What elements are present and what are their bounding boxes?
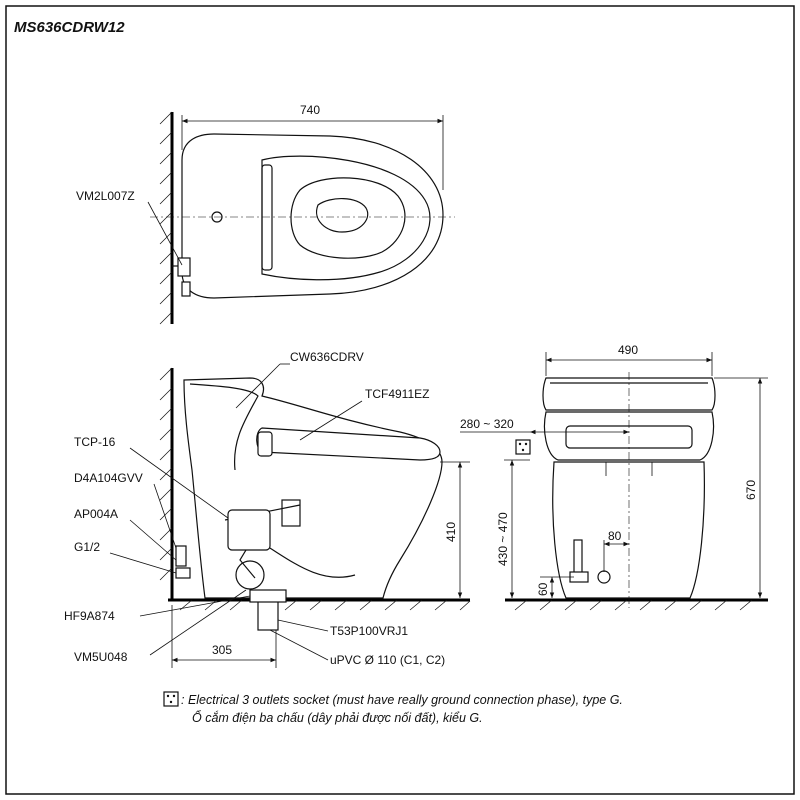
label-tcp-16: TCP-16: [74, 435, 116, 449]
dim-80-label: 80: [608, 529, 622, 543]
label-hf9a874: HF9A874: [64, 609, 115, 623]
footnote-socket-icon: [163, 691, 179, 707]
label-vm2l007z: VM2L007Z: [76, 189, 135, 203]
side-view-toilet-body: [183, 377, 443, 599]
side-view-angle-valve: [175, 545, 187, 567]
dim-670-label: 670: [744, 480, 758, 500]
side-view-seat-hinge: [257, 431, 273, 457]
label-tcf4911ez: TCF4911EZ: [365, 387, 429, 401]
sheet-border: [5, 5, 795, 795]
side-view-tank-outline: [189, 383, 259, 471]
top-view-tank-body: [181, 133, 444, 299]
label-d4a104gvv: D4A104GVV: [74, 471, 143, 485]
dim-430-470-label: 430 ~ 470: [496, 512, 510, 566]
top-view: 740 VM2L007Z: [76, 103, 455, 325]
dim-280-320-label: 280 ~ 320: [460, 417, 514, 431]
label-upvc-pipe: uPVC Ø 110 (C1, C2): [330, 653, 445, 667]
leader-vm2l007z: [147, 201, 183, 266]
electrical-socket-icon: [515, 439, 531, 455]
side-view-floor-hatch: [179, 599, 471, 611]
dim-410-label: 410: [444, 522, 458, 542]
footnote-line-1: : Electrical 3 outlets socket (must have…: [181, 693, 623, 707]
top-view-seat: [261, 155, 431, 281]
front-view-base: [552, 461, 705, 599]
side-view-ap004a-block: [227, 509, 271, 551]
front-view: 490 670 280 ~ 320 430 ~ 470 80 60: [460, 343, 768, 611]
model-title: MS636CDRW12: [14, 19, 125, 36]
flush-button-icon: [211, 211, 223, 223]
dim-305-label: 305: [212, 643, 232, 657]
side-view-seat: [256, 427, 441, 461]
dim-490-label: 490: [618, 343, 638, 357]
label-vm5u048: VM5U048: [74, 650, 128, 664]
top-view-bowl-inner: [316, 198, 369, 233]
label-cw636cdrv: CW636CDRV: [290, 350, 364, 364]
top-view-wall-hatch: [159, 111, 173, 325]
front-view-angle-valve: [573, 539, 583, 577]
dim-740-label: 740: [300, 103, 320, 117]
label-t53p100vrj1: T53P100VRJ1: [330, 624, 408, 638]
side-view: 410 305 CW636CDRV TCF4911EZ TCP-16 D4A10…: [64, 350, 471, 668]
top-view-bowl-rim: [290, 177, 406, 259]
footnote-line-2: Ổ cắm điện ba chấu (dây phải được nối đấ…: [192, 710, 483, 725]
label-ap004a: AP004A: [74, 507, 118, 521]
footnote: : Electrical 3 outlets socket (must have…: [163, 691, 623, 725]
label-g1-2: G1/2: [74, 540, 100, 554]
dim-60-label: 60: [536, 582, 550, 596]
side-view-drain-pipe: [257, 599, 279, 631]
top-view-control-panel: [261, 164, 273, 271]
front-view-floor-hatch: [514, 599, 753, 611]
